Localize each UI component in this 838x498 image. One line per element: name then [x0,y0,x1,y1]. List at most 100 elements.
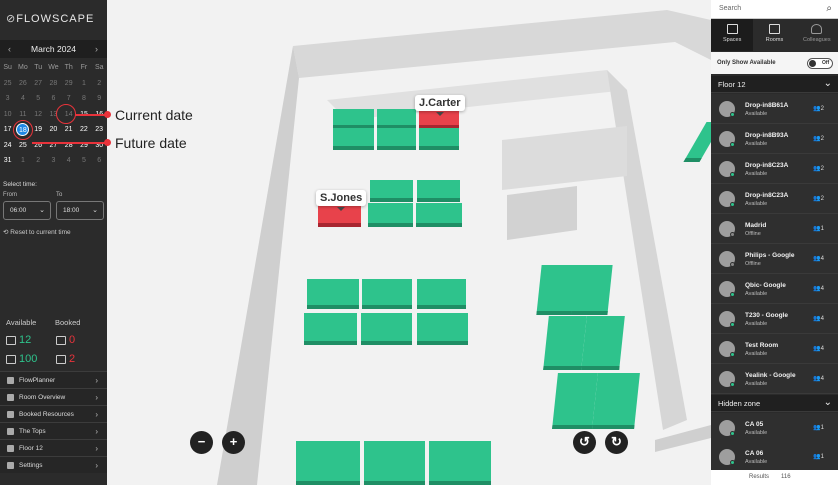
calendar-day[interactable]: 25 [19,141,27,149]
zoom-in-button[interactable]: + [222,431,245,454]
nav-floor-12[interactable]: Floor 12› [0,439,107,456]
desk[interactable] [581,316,625,370]
calendar-day[interactable]: 9 [97,95,102,103]
calendar-day[interactable]: 17 [3,126,12,134]
tab-colleagues[interactable]: Colleagues [796,19,838,51]
floor-map[interactable] [107,0,711,485]
booking-tag-sjones[interactable]: S.Jones [316,190,367,211]
desk[interactable] [362,279,412,309]
only-available-toggle[interactable]: Off [807,58,833,69]
desk[interactable] [333,109,374,129]
desk[interactable] [304,313,357,345]
from-time-select[interactable]: 06:00⌄ [3,201,51,220]
zoom-out-button[interactable]: − [190,431,213,454]
calendar-day[interactable]: 5 [36,95,41,103]
desk[interactable] [592,373,640,429]
calendar-day[interactable]: 28 [49,79,58,87]
calendar-day[interactable]: 7 [66,95,71,103]
calendar-day[interactable]: 23 [95,126,104,134]
desk[interactable] [552,373,598,429]
calendar-day[interactable]: 25 [3,79,12,87]
calendar-day[interactable]: 29 [80,141,88,149]
calendar-day[interactable]: 26 [19,79,27,87]
desk[interactable] [417,180,460,202]
desk[interactable] [364,441,425,485]
desk[interactable] [370,180,413,202]
calendar-day[interactable]: 3 [51,157,56,165]
desk[interactable] [543,316,587,370]
calendar-day[interactable]: 2 [36,157,41,165]
calendar-day[interactable]: 31 [3,157,12,165]
nav-booked-resources[interactable]: Booked Resources› [0,405,107,422]
calendar-day[interactable]: 26 [34,141,43,149]
reset-time-button[interactable]: ⟲ Reset to current time [3,228,71,236]
desk[interactable] [416,203,462,227]
calendar-day[interactable]: 27 [49,141,58,149]
desk[interactable] [419,128,459,150]
nav-room-overview[interactable]: Room Overview› [0,388,107,405]
calendar-day[interactable]: 5 [82,157,86,165]
calendar-day[interactable]: 19 [34,126,42,134]
calendar-day[interactable]: 10 [3,110,12,118]
rotate-left-button[interactable]: ↺ [573,431,596,454]
prev-month-button[interactable]: ‹ [8,44,11,54]
next-month-button[interactable]: › [95,44,98,54]
desk[interactable] [417,279,466,309]
calendar-day[interactable]: 12 [34,110,43,118]
calendar-day[interactable]: 22 [79,126,88,134]
calendar-day[interactable]: 6 [97,157,102,165]
desk[interactable] [361,313,412,345]
tab-rooms[interactable]: Rooms [753,19,795,51]
desk[interactable] [368,203,413,227]
search-input[interactable]: Search⌕ [711,0,838,19]
desk[interactable] [296,441,360,485]
calendar-day[interactable]: 21 [64,126,73,134]
calendar-day[interactable]: 1 [20,157,25,165]
desk[interactable] [417,313,468,345]
desk[interactable] [333,128,374,150]
calendar-day[interactable]: 13 [49,110,58,118]
desk[interactable] [307,279,359,309]
desk[interactable] [377,128,416,150]
calendar-day[interactable]: 28 [64,141,73,149]
nav-the-tops[interactable]: The Tops› [0,422,107,439]
calendar-day[interactable]: 2 [97,79,102,87]
section-hidden-zone[interactable]: Hidden zone⌄ [711,395,838,412]
calendar-day[interactable]: 1 [82,79,86,87]
calendar-day[interactable]: 30 [95,141,104,149]
desk-booked[interactable] [419,109,459,129]
desk-booked[interactable] [318,203,361,227]
to-time-select[interactable]: 18:00⌄ [56,201,104,220]
desk[interactable] [377,109,416,129]
calendar-day[interactable]: 6 [51,95,56,103]
calendar-day[interactable]: 8 [82,95,86,103]
section-floor-12[interactable]: Floor 12⌄ [711,76,838,93]
nav-settings[interactable]: Settings› [0,456,107,473]
calendar-day[interactable]: 29 [64,79,73,87]
calendar-day[interactable]: 11 [19,110,27,118]
calendar-day[interactable]: 24 [3,141,12,149]
calendar-day[interactable]: 3 [5,95,10,103]
nav-flowplanner[interactable]: FlowPlanner› [0,371,107,388]
calendar-day[interactable]: 4 [20,95,25,103]
desk[interactable] [429,441,491,485]
desk[interactable] [571,265,613,315]
calendar-day[interactable]: 27 [34,79,43,87]
calendar-day[interactable]: 20 [49,126,58,134]
tab-spaces[interactable]: Spaces [711,19,754,51]
search-icon[interactable]: ⌕ [826,3,832,14]
calendar-day[interactable]: 4 [66,157,71,165]
rotate-right-button[interactable]: ↻ [605,431,628,454]
